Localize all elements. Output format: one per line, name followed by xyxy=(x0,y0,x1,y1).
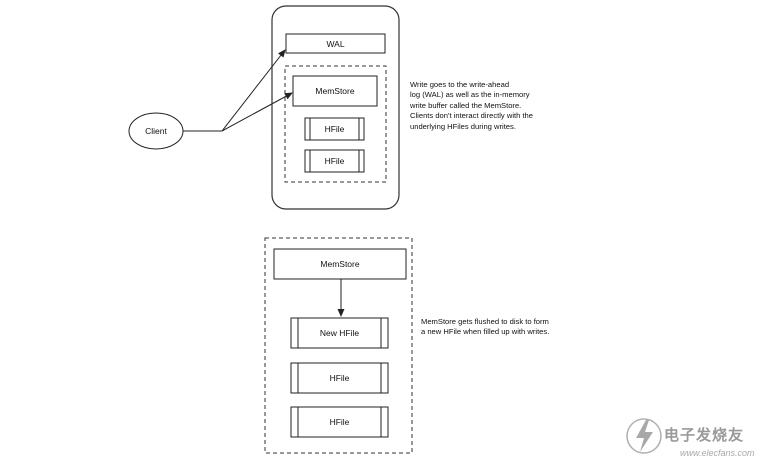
hfile-label-top-2: HFile xyxy=(324,156,345,166)
lightning-bolt-icon xyxy=(626,418,662,454)
watermark: 电子发烧友 www.elecfans.com xyxy=(624,410,764,466)
hfile-box-bottom-3 xyxy=(290,406,389,438)
flush-dashed-box xyxy=(264,237,413,454)
arrow-to-wal xyxy=(221,49,286,132)
hfile-label-bottom-2: HFile xyxy=(329,373,350,383)
flush-description: MemStore gets flushed to disk to form a … xyxy=(421,317,549,338)
flush-desc-line-1: MemStore gets flushed to disk to form xyxy=(421,317,549,326)
write-desc-line-4: Clients don't interact directly with the xyxy=(410,111,534,121)
hfile-box-top-2 xyxy=(304,149,365,173)
write-desc-line-3: write buffer called the MemStore. xyxy=(410,100,522,110)
hfile-box-bottom-2 xyxy=(290,362,389,394)
watermark-text: 电子发烧友 xyxy=(664,427,745,444)
memstore-label-top: MemStore xyxy=(315,86,355,96)
hfile-label-bottom-1: New HFile xyxy=(319,328,360,338)
arrow-to-memstore xyxy=(221,92,293,132)
flush-desc-line-2: a new HFile when filled up with writes. xyxy=(421,327,550,337)
memstore-box-bottom xyxy=(273,248,407,280)
region-server-box xyxy=(271,5,400,210)
wal-box xyxy=(285,33,386,54)
write-desc-line-5: underlying HFiles during writes. xyxy=(410,121,516,131)
memstore-box-top xyxy=(292,75,378,107)
write-desc-line-1: Write goes to the write-ahead xyxy=(410,80,510,89)
hfile-box-bottom-1 xyxy=(290,317,389,349)
client-label: Client xyxy=(145,126,167,136)
hfile-label-top-1: HFile xyxy=(324,124,345,134)
write-path-description: Write goes to the write-ahead log (WAL) … xyxy=(410,80,533,132)
wal-label: WAL xyxy=(326,38,345,49)
store-dashed-box xyxy=(284,65,387,183)
hfile-box-top-1 xyxy=(304,117,365,141)
write-desc-line-2: log (WAL) as well as the in-memory xyxy=(410,90,530,100)
hfile-label-bottom-3: HFile xyxy=(329,417,350,427)
memstore-label-bottom: MemStore xyxy=(320,259,360,269)
watermark-url: www.elecfans.com xyxy=(680,448,755,458)
